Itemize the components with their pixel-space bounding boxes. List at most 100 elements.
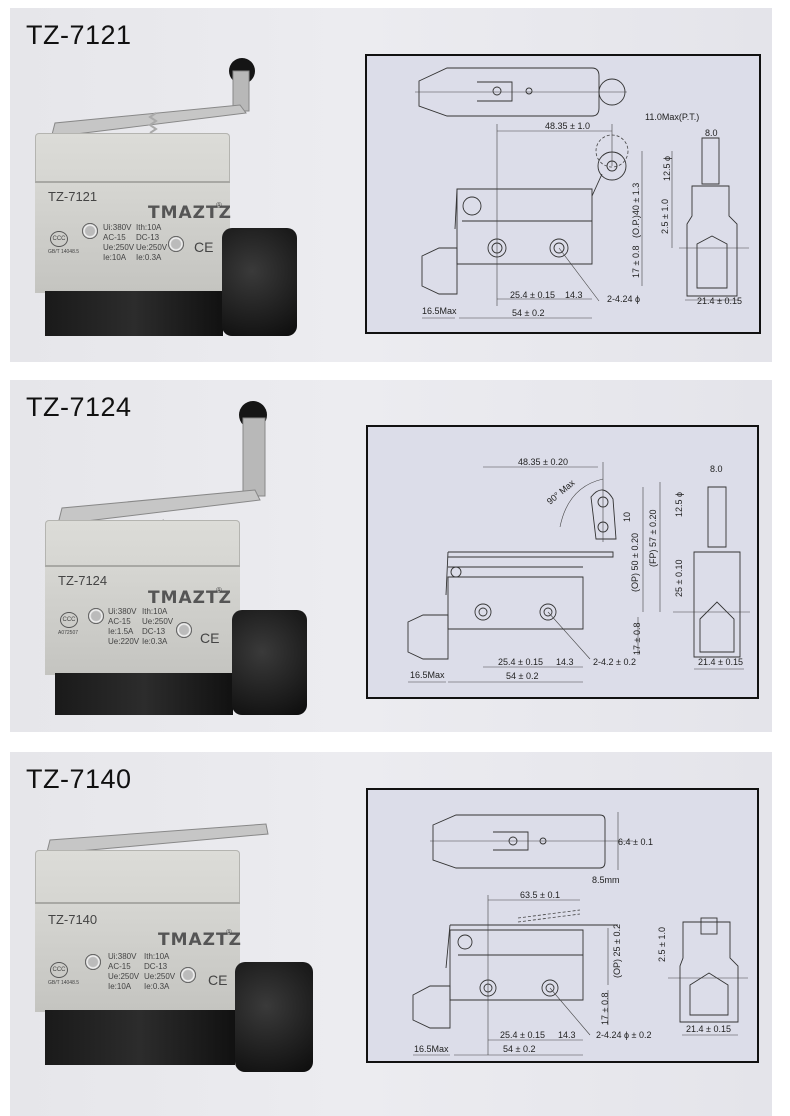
spec-line: Ie:10A [103,253,127,262]
dim-label: (OP) 50 ± 0.20 [630,533,640,592]
drawing-svg: 48.35 ± 0.20 90° Max 8.0 12.5 ϕ 10 (OP) … [407,457,750,683]
dim-label: 21.4 ± 0.15 [686,1024,731,1034]
brand-logo: TMAZTZ [148,588,232,608]
spec-line: Ue:220V [108,637,140,646]
dim-label: 16.5Max [410,670,445,680]
product-title: TZ-7124 [26,392,132,422]
end-view [679,137,749,301]
brand-logo: TMAZTZ [158,930,242,950]
dim-label: 21.4 ± 0.15 [698,657,743,667]
ccc-cert-icon: CCC [60,612,78,628]
side-view [421,124,673,319]
plunger [232,610,307,715]
spec-line: Ie:0.3A [144,982,170,991]
spec-line: Ith:10A [144,952,170,961]
screw-icon [88,608,104,624]
dim-label: 54 ± 0.2 [512,308,544,318]
spec-line: Ue:250V [144,972,176,981]
spec-line: Ie:1.5A [108,627,134,636]
spec-line: Ue:250V [103,243,135,252]
spec-line: Ue:250V [108,972,140,981]
screw-icon [176,622,192,638]
dim-label: 11.0Max(P.T.) [645,112,699,122]
ce-mark: CE [200,630,220,646]
switch-base [45,291,223,336]
cert-text: GB/T 14048.5 [48,249,80,255]
spec-line: Ie:0.3A [142,637,168,646]
dim-label: 54 ± 0.2 [506,671,538,681]
ccc-cert-icon: CCC [50,231,68,247]
specs-left: Ui:380V AC-15 Ie:1.5A Ue:220V [108,607,139,647]
dim-label: 17 ± 0.8 [631,246,641,278]
dim-label: 48.35 ± 0.20 [518,457,568,467]
drawing-svg: 48.35 ± 1.0 11.0Max(P.T.) 8.0 12.5 ϕ 2.5… [415,67,749,319]
dim-label: 8.5mm [592,875,620,885]
dim-label: 25 ± 0.10 [674,560,684,597]
dim-label: 63.5 ± 0.1 [520,890,560,900]
spec-line: Ue:250V [136,243,168,252]
spec-line: AC-15 [108,617,131,626]
dim-label: 14.3 [565,290,583,300]
model-label: TZ-7121 [48,189,98,204]
dim-label: 17 ± 0.8 [600,993,610,1025]
dim-label: 25.4 ± 0.15 [498,657,543,667]
spec-line: DC-13 [144,962,168,971]
screw-icon [85,954,101,970]
dim-label: 6.4 ± 0.1 [618,837,653,847]
plunger [235,962,313,1072]
spec-line: AC-15 [108,962,131,971]
spec-line: Ui:380V [103,223,132,232]
specs-right: Ith:10A Ue:250V DC-13 Ie:0.3A [142,607,173,647]
ce-mark: CE [208,972,228,988]
dim-label: 16.5Max [414,1044,449,1054]
product-title: TZ-7121 [26,20,132,50]
dim-label: 2.5 ± 1.0 [657,927,667,962]
dim-label: 10 [622,512,632,522]
dimension-drawing: 48.35 ± 0.20 90° Max 8.0 12.5 ϕ 10 (OP) … [366,425,759,699]
reg-mark: ® [216,586,222,595]
brand-logo: TMAZTZ [148,203,232,223]
product-panel-tz-7121: TZ-7121 TZ-7121 TMAZTZ ® CCC GB/T 14048.… [10,8,772,362]
switch-base [45,1010,235,1065]
dim-label: 2-4.24 ϕ [607,294,640,304]
reg-mark: ® [226,928,232,937]
specs-left: Ui:380V AC-15 Ue:250V Ie:10A [103,223,134,263]
plunger [222,228,297,336]
switch-label-face [35,902,240,1012]
product-photo: TZ-7121 TMAZTZ ® CCC GB/T 14048.5 Ui:380… [30,53,320,343]
end-view [673,486,750,670]
dim-label: 2-4.2 ± 0.2 [593,657,636,667]
product-panel-tz-7124: TZ-7124 TZ-7124 TMAZTZ ® CCC A072507 Ui:… [10,380,772,732]
spec-line: AC-15 [103,233,126,242]
specs-right: Ith:10A DC-13 Ue:250V Ie:0.3A [136,223,167,263]
spec-line: DC-13 [136,233,160,242]
dim-label: 16.5Max [422,306,457,316]
dim-label: 14.3 [556,657,574,667]
spec-line: Ui:380V [108,607,137,616]
reg-mark: ® [216,201,222,210]
dim-label: 90° Max [545,477,577,506]
side-view [407,462,661,683]
spec-line: Ie:0.3A [136,253,162,262]
product-photo: TZ-7140 TMAZTZ ® CCC GB/T 14048.5 Ui:380… [30,802,330,1112]
dim-label: 17 ± 0.8 [632,623,642,655]
screw-icon [180,967,196,983]
dim-label: 8.0 [710,464,723,474]
dim-label: (O.P.)40 ± 1.3 [631,183,641,238]
dim-label: 8.0 [705,128,718,138]
spec-line: Ith:10A [142,607,168,616]
spec-line: Ui:380V [108,952,137,961]
ccc-cert-icon: CCC [50,962,68,978]
specs-right: Ith:10A DC-13 Ue:250V Ie:0.3A [144,952,175,992]
dimension-drawing: 6.4 ± 0.1 8.5mm 63.5 ± 0.1 (OP) 25 ± 0.2… [366,788,759,1063]
dim-label: 21.4 ± 0.15 [697,296,742,306]
dim-label: 25.4 ± 0.15 [510,290,555,300]
dim-label: 54 ± 0.2 [503,1044,535,1054]
spec-line: Ith:10A [136,223,162,232]
spec-line: Ue:250V [142,617,174,626]
product-photo: TZ-7124 TMAZTZ ® CCC A072507 Ui:380V AC-… [40,390,330,720]
dim-label: 2-4.24 ϕ ± 0.2 [596,1030,652,1040]
dim-label: 48.35 ± 1.0 [545,121,590,131]
product-panel-tz-7140: TZ-7140 TZ-7140 TMAZTZ ® CCC GB/T 14048.… [10,752,772,1116]
dim-label: 12.5 ϕ [662,156,672,181]
